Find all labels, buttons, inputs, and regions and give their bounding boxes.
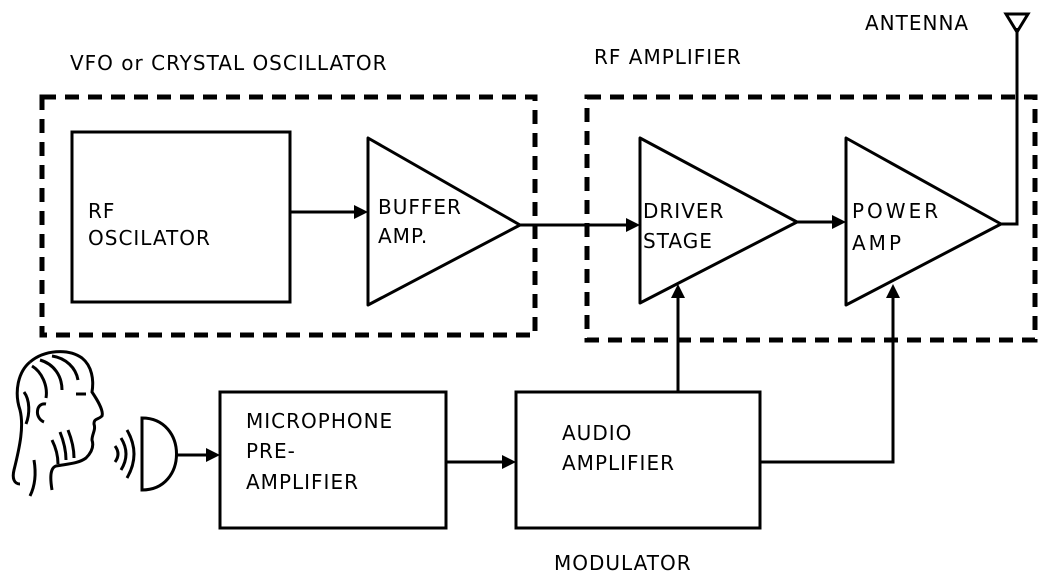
arrow-buffer-to-driver [520,218,640,232]
power-amp-label-line1: POWER [852,199,941,223]
power-amp-label-line2: AMP [852,231,904,255]
driver-stage-label-line1: DRIVER [643,199,724,223]
arrow-audio-to-power [760,284,900,462]
buffer-amp-label-line2: AMP. [378,224,428,248]
audio-amplifier-label-line2: AMPLIFIER [562,451,675,475]
sound-waves-icon [115,430,134,478]
buffer-amp-triangle [368,138,520,305]
person-speaking-icon [13,352,102,496]
modulator-group-label: MODULATOR [554,551,692,575]
microphone-preamp-label-line2: PRE- [246,439,296,463]
microphone-preamp-label-line1: MICROPHONE [246,409,393,433]
driver-stage-label-line2: STAGE [643,229,713,253]
microphone-icon [142,418,177,490]
arrow-oscillator-to-buffer [290,205,368,219]
buffer-amp-label-line1: BUFFER [378,195,462,219]
rf-amplifier-group-label: RF AMPLIFIER [594,45,742,69]
arrow-preamp-to-audio [446,455,516,469]
arrow-driver-to-power [797,215,846,229]
oscillator-group-label: VFO or CRYSTAL OSCILLATOR [70,51,387,75]
rf-oscillator-label-line2: OSCILATOR [88,226,211,250]
antenna-label: ANTENNA [865,11,969,35]
antenna-icon [1001,14,1028,224]
audio-amplifier-label-line1: AUDIO [562,421,632,445]
microphone-preamp-label-line3: AMPLIFIER [246,470,359,494]
arrow-microphone-to-preamp [176,448,220,462]
rf-oscillator-label-line1: RF [88,199,115,223]
